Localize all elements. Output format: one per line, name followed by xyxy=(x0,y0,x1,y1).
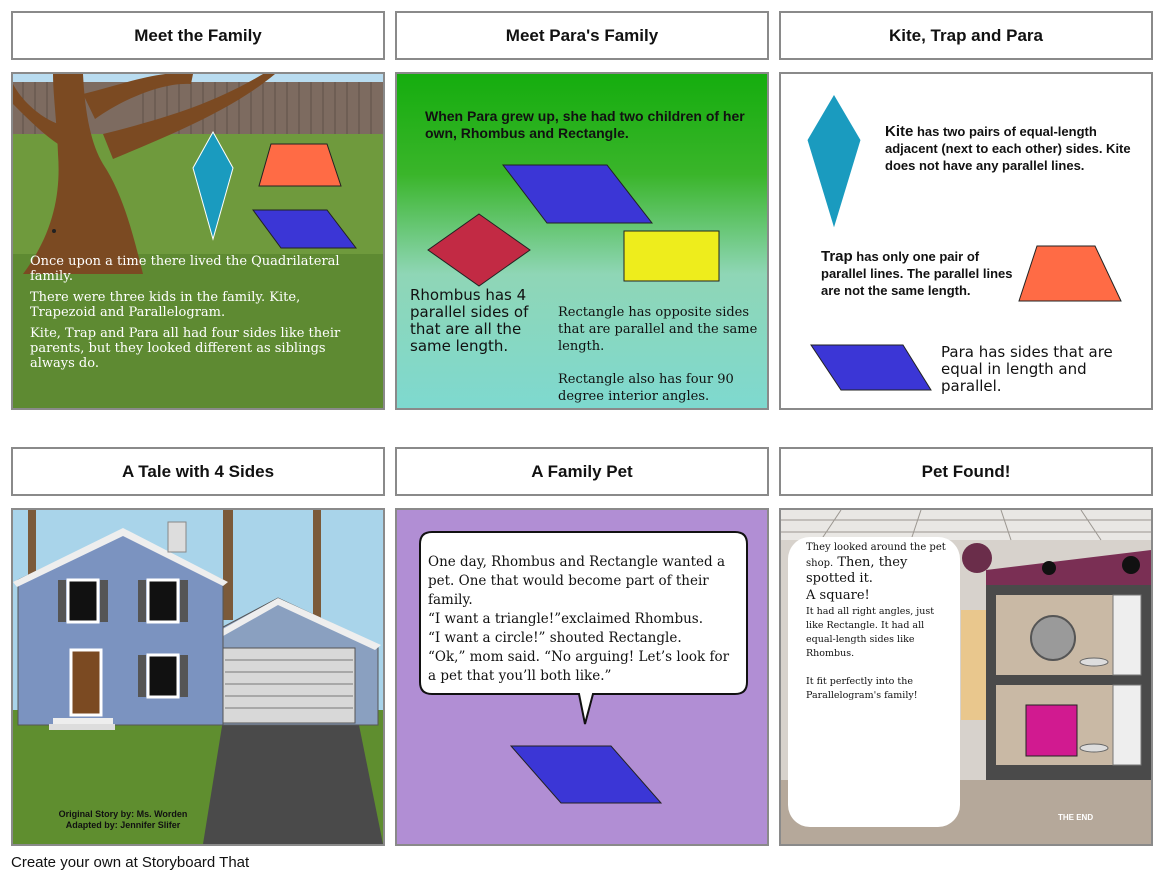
dialogue-line: “Ok,” mom said. “No arguing! Let’s look … xyxy=(428,649,730,684)
trap-name: Trap xyxy=(821,248,853,265)
story-text: They looked around the pet shop. Then, t… xyxy=(806,540,954,703)
panel-title-4: A Tale with 4 Sides xyxy=(11,447,385,496)
story-text: Once upon a time there lived the Quadril… xyxy=(30,254,360,371)
square-pet-shape xyxy=(1025,704,1078,757)
speech-bubble xyxy=(419,531,748,725)
pet-scene xyxy=(419,531,748,804)
kite-name: Kite xyxy=(885,123,914,140)
sibling-shapes xyxy=(806,93,1122,391)
kite-text: has two pairs of equal-length adjacent (… xyxy=(885,124,1131,173)
panel-title-1: Meet the Family xyxy=(11,11,385,60)
trapezoid-shape xyxy=(1018,245,1122,302)
trap-description: Trap has only one pair of parallel lines… xyxy=(821,248,1026,299)
rectangle-text-1: Rectangle has opposite sides that are pa… xyxy=(558,305,758,354)
credit-author: Original Story by: Ms. Worden xyxy=(58,809,188,819)
panel-title-2: Meet Para's Family xyxy=(395,11,769,60)
panel-title-5: A Family Pet xyxy=(395,447,769,496)
rectangle-text: Rectangle has opposite sides that are pa… xyxy=(558,304,763,405)
dialogue-line: “I want a triangle!”exclaimed Rhombus. xyxy=(428,611,704,627)
panel-kite-trap-para: Kite has two pairs of equal-length adjac… xyxy=(779,72,1153,410)
dialogue-line: One day, Rhombus and Rectangle wanted a … xyxy=(428,554,725,608)
story-paragraph: Once upon a time there lived the Quadril… xyxy=(30,254,340,284)
para-children-shapes xyxy=(427,164,720,287)
story-paragraph: There were three kids in the family. Kit… xyxy=(30,290,301,320)
panel-tale-with-4-sides: Original Story by: Ms. Worden Adapted by… xyxy=(11,508,385,846)
panel-title-6: Pet Found! xyxy=(779,447,1153,496)
panel-title-3: Kite, Trap and Para xyxy=(779,11,1153,60)
para-description: Para has sides that are equal in length … xyxy=(941,343,1113,395)
panel-family-pet: One day, Rhombus and Rectangle wanted a … xyxy=(395,508,769,846)
credit-adapter: Adapted by: Jennifer Slifer xyxy=(65,820,181,830)
rectangle-text-2: Rectangle also has four 90 degree interi… xyxy=(558,372,734,404)
rhombus-text: Rhombus has 4 parallel sides of that are… xyxy=(410,286,529,355)
text-small: It had all right angles, just like Recta… xyxy=(806,606,935,659)
rectangle-shape xyxy=(623,230,720,282)
backyard-scene xyxy=(13,74,383,408)
the-end-label: THE END xyxy=(1058,813,1094,822)
parallelogram-shape xyxy=(810,344,932,391)
house-scene xyxy=(13,510,383,844)
kite-shape xyxy=(806,93,862,231)
panel-paras-family: When Para grew up, she had two children … xyxy=(395,72,769,410)
story-credits: Original Story by: Ms. Worden Adapted by… xyxy=(13,809,233,831)
text-large: Then, they spotted it. xyxy=(806,555,908,586)
rhombus-shape xyxy=(427,213,531,287)
dialogue-text: One day, Rhombus and Rectangle wanted a … xyxy=(428,553,738,686)
kite-description: Kite has two pairs of equal-length adjac… xyxy=(885,123,1143,174)
pet-shop-scene xyxy=(781,510,1151,844)
parallelogram-shape xyxy=(501,164,654,224)
story-paragraph: Kite, Trap and Para all had four sides l… xyxy=(30,326,341,371)
parallelogram-mom-shape xyxy=(509,745,663,804)
text-small: They looked around the pet shop. xyxy=(806,542,946,569)
text-small: It fit perfectly into the Parallelogram'… xyxy=(806,676,918,701)
panel-meet-the-family: Once upon a time there lived the Quadril… xyxy=(11,72,385,410)
intro-text: When Para grew up, she had two children … xyxy=(425,108,745,141)
panel-pet-found: They looked around the pet shop. Then, t… xyxy=(779,508,1153,846)
dialogue-line: “I want a circle!” shouted Rectangle. xyxy=(428,630,682,646)
storyboard-that-link[interactable]: Create your own at Storyboard That xyxy=(11,854,250,871)
trap-text: has only one pair of parallel lines. The… xyxy=(821,249,1013,298)
text-large: A square! xyxy=(806,588,870,603)
